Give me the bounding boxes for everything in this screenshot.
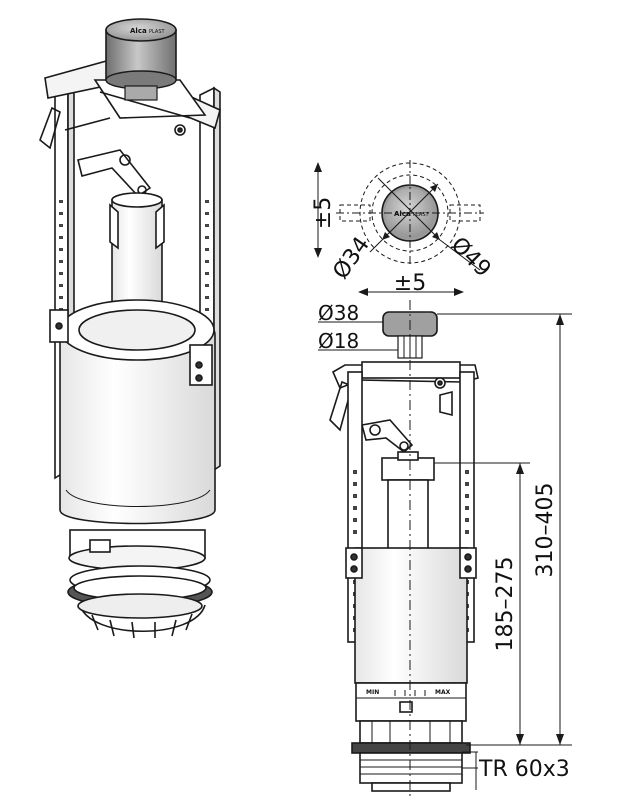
base-gasket	[67, 529, 213, 639]
dim-button-38: Ø38	[318, 301, 359, 325]
scale-max: MAX	[435, 689, 451, 696]
main-body	[49, 299, 216, 525]
dim-side-offset: ±5	[394, 271, 426, 296]
dim-button-18: Ø18	[318, 329, 359, 353]
plan-logo-suffix: PLAST	[413, 212, 430, 218]
dim-top-offset: ±5	[311, 197, 336, 229]
button-logo-suffix: PLAST	[149, 29, 166, 35]
scale-min: MIN	[366, 689, 379, 696]
front-main-body	[345, 547, 477, 722]
front-lever	[329, 380, 414, 454]
push-button-3d: Alca PLAST	[105, 18, 177, 101]
front-base	[351, 720, 471, 792]
front-top-bracket	[331, 361, 479, 417]
perspective-view: Alca PLAST	[39, 18, 221, 639]
dim-thread: TR 60x3	[478, 757, 570, 782]
dim-height-outer: 310–405	[533, 483, 558, 578]
dim-diameter-49: Ø49	[446, 233, 496, 283]
plan-view: Alca PLAST ±5 Ø34 Ø49	[311, 160, 495, 284]
front-view: ±5 Ø38 Ø18	[318, 271, 572, 800]
front-inner-tube	[381, 451, 435, 551]
dim-height-inner: 185–275	[493, 557, 518, 652]
button-logo-brand: Alca	[130, 27, 147, 35]
plan-logo-brand: Alca	[394, 210, 411, 218]
